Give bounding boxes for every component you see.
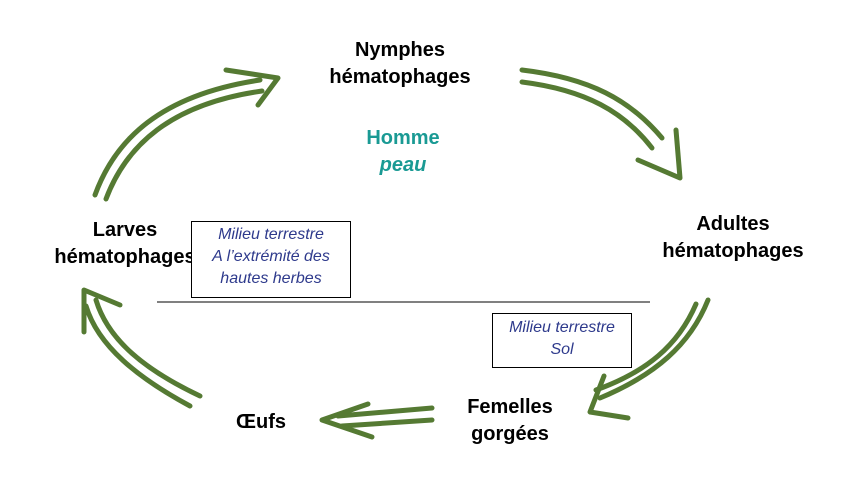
stage-femelles: Femelles gorgées — [440, 394, 580, 448]
stage-larves-line2: hématophages — [54, 246, 196, 268]
milieu-herbes-line2: A l’extrémité des — [212, 248, 330, 265]
stage-femelles-line2: gorgées — [471, 423, 549, 445]
stage-nymphes: Nymphes hématophages — [300, 37, 500, 91]
arrow-oeufs-to-larves — [81, 287, 203, 409]
stage-larves-line1: Larves — [92, 219, 158, 241]
stage-nymphes-line1: Nymphes — [354, 39, 446, 61]
stage-oeufs-line1: Œufs — [236, 411, 286, 433]
stage-larves: Larves hématophages — [40, 217, 210, 271]
stage-adultes: Adultes hématophages — [633, 211, 833, 265]
milieu-herbes-line1: Milieu terrestre — [218, 226, 324, 243]
host-name: Homme — [366, 127, 440, 149]
arrow-femelles-to-oeufs — [319, 401, 435, 440]
stage-adultes-line1: Adultes — [696, 213, 770, 235]
milieu-sol-line1: Milieu terrestre — [509, 319, 615, 336]
host-label: Homme peau — [333, 125, 473, 179]
arrow-adultes-to-femelles — [587, 297, 711, 421]
stage-femelles-line1: Femelles — [467, 396, 553, 418]
stage-adultes-line2: hématophages — [662, 240, 804, 262]
milieu-herbes-line3: hautes herbes — [220, 270, 322, 287]
arrow-nymphes-to-adultes — [519, 67, 683, 181]
stage-oeufs: Œufs — [211, 409, 311, 436]
stage-nymphes-line2: hématophages — [329, 66, 471, 88]
arrow-larves-to-nymphes — [92, 67, 281, 202]
milieu-sol-line2: Sol — [550, 341, 574, 358]
milieu-herbes-box: Milieu terrestre A l’extrémité des haute… — [191, 221, 351, 298]
host-site: peau — [379, 154, 427, 176]
milieu-sol-box: Milieu terrestre Sol — [492, 313, 632, 368]
